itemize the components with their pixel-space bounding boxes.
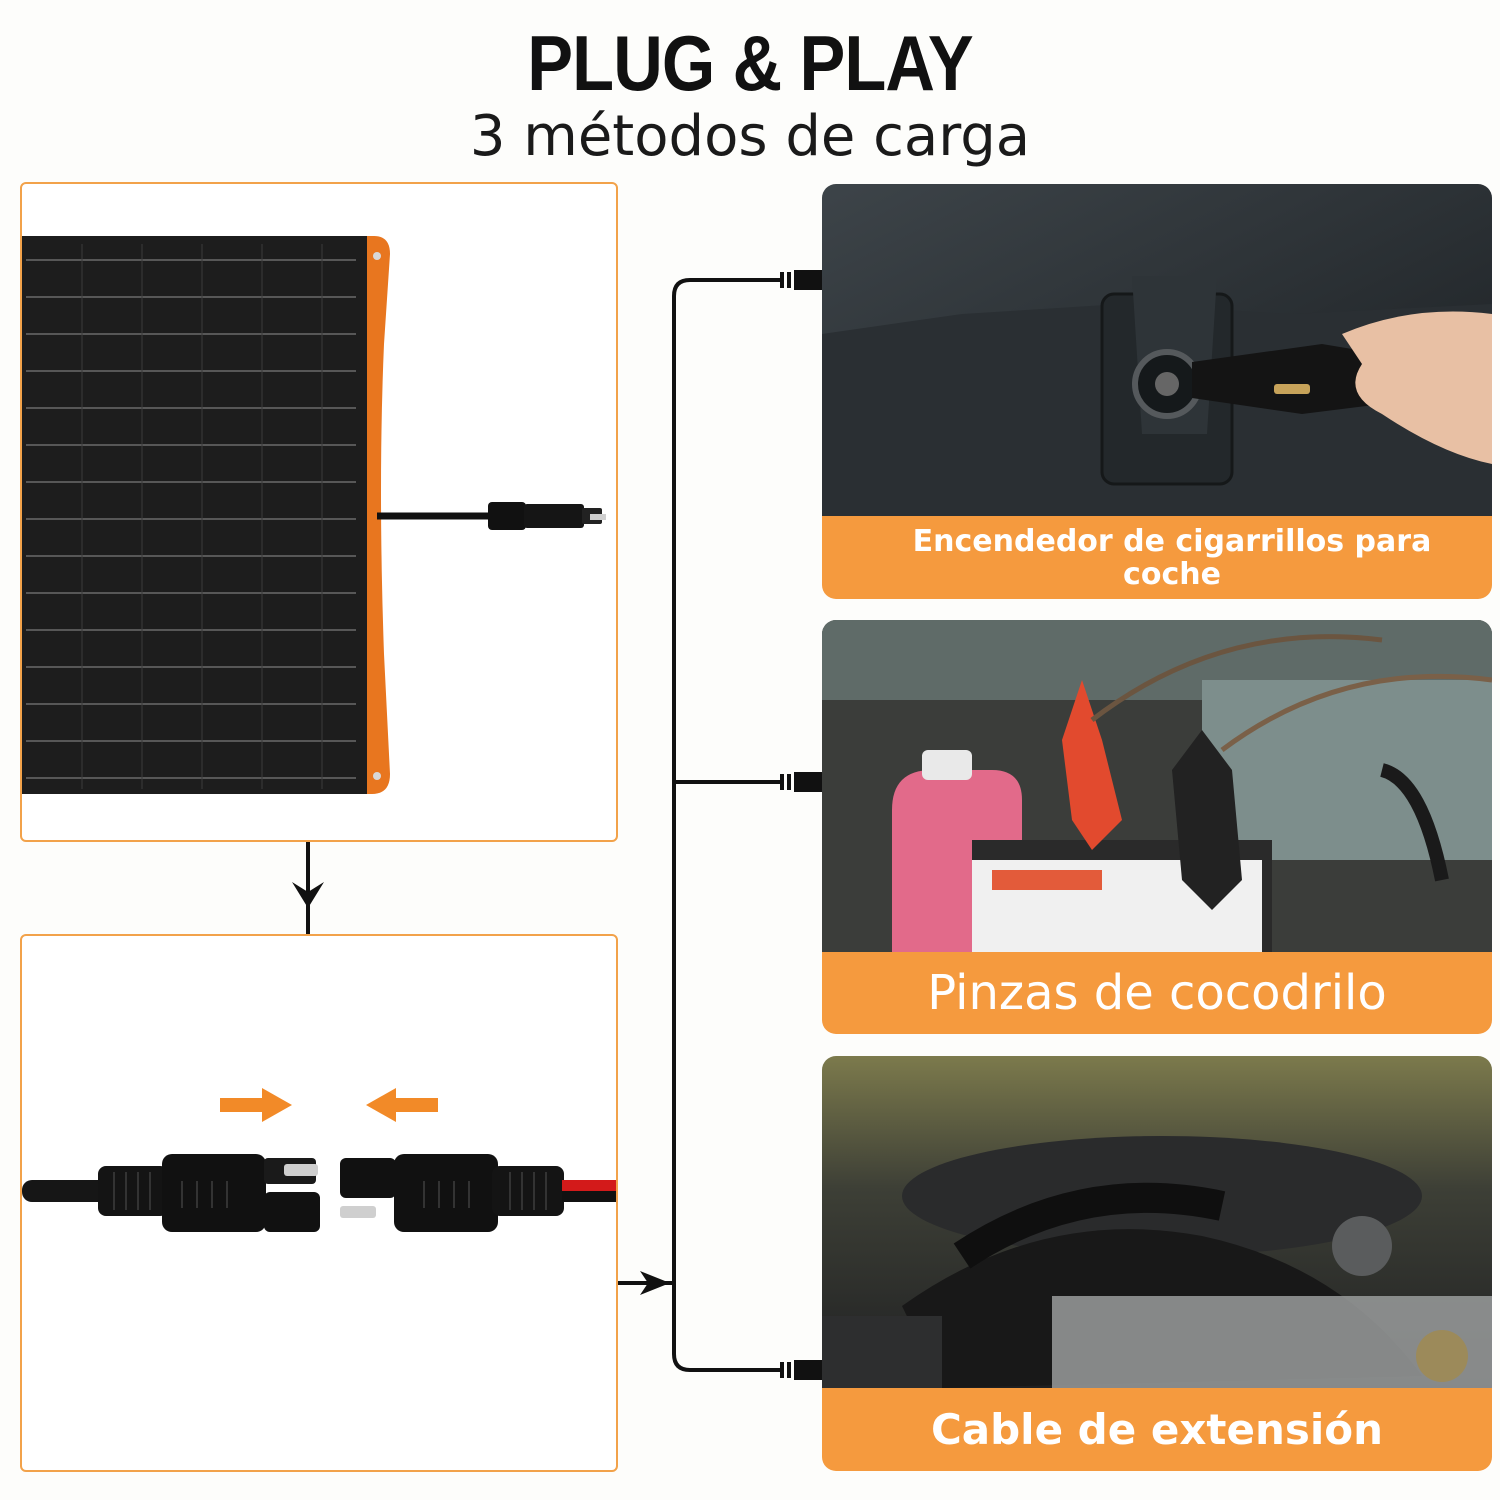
page-title: PLUG & PLAY [527,19,973,107]
sae-connector-illustration [22,1088,616,1232]
connector-box [20,934,618,1472]
method-card-cigarette-lighter: Encendedor de cigarrillos para coche [822,184,1492,599]
alligator-clips-photo [822,620,1492,952]
right-arrow-icon [220,1088,292,1122]
down-arrow-icon [292,842,324,934]
engine-bay-photo [822,1056,1492,1388]
bracket-connector-lines [672,270,824,1380]
page-subtitle: 3 métodos de carga [469,104,1031,169]
method-label: Pinzas de cocodrilo [822,952,1492,1034]
method-card-alligator-clips: Pinzas de cocodrilo [822,620,1492,1034]
left-arrow-icon [366,1088,438,1122]
method-label: Encendedor de cigarrillos para coche [822,516,1492,599]
cigarette-lighter-photo [822,184,1492,516]
solar-panel-illustration [22,236,606,794]
solar-panel-box [20,182,618,842]
right-arrow-icon [618,1271,672,1295]
method-card-extension-cable: Cable de extensión [822,1056,1492,1471]
method-label: Cable de extensión [822,1388,1492,1471]
